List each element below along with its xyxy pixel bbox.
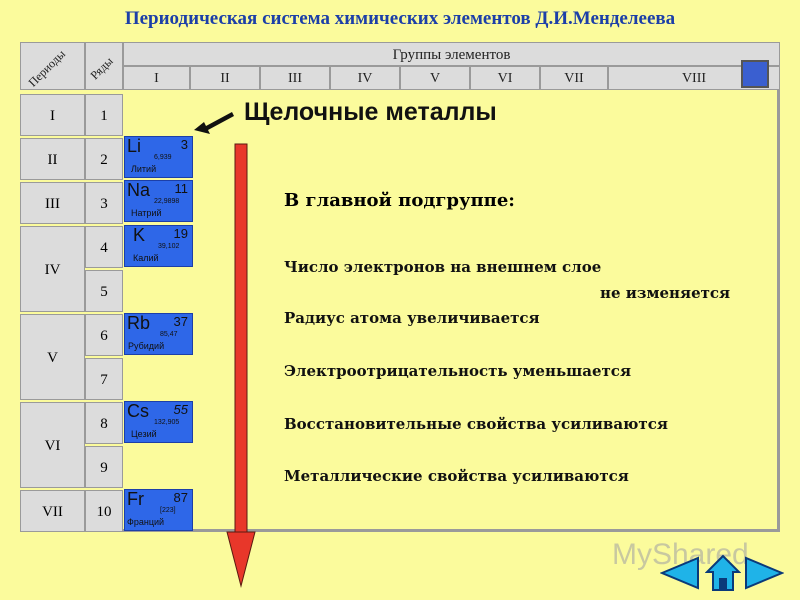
- row-cell-7: 7: [85, 358, 123, 400]
- section-heading: Щелочные металлы: [244, 98, 497, 126]
- main-subgroup-title: В главной подгруппе:: [284, 190, 515, 211]
- element-mass: [223]: [160, 507, 176, 514]
- property-outer-electrons-value: не изменяется: [600, 284, 731, 302]
- element-mass: 22,9898: [154, 198, 180, 205]
- element-name: Цезий: [131, 429, 157, 439]
- rows-header: Ряды: [85, 42, 123, 90]
- row-cell-8: 8: [85, 402, 123, 444]
- element-number: 55: [173, 402, 188, 417]
- row-cell-5: 5: [85, 270, 123, 312]
- down-arrow-icon: [226, 143, 256, 588]
- element-symbol: Li: [127, 136, 142, 156]
- property-electronegativity: Электроотрицательность уменьшается: [284, 362, 632, 380]
- element-cell-rb[interactable]: Rb 37 85,47 Рубидий: [124, 313, 193, 355]
- row-cell-10: 10: [85, 490, 123, 532]
- periods-header: Периоды: [20, 42, 85, 90]
- nav-home-button[interactable]: [705, 554, 741, 592]
- rows-header-label: Ряды: [87, 54, 116, 83]
- element-symbol: Cs: [127, 401, 149, 421]
- period-cell-4: IV: [20, 226, 85, 312]
- row-cell-4: 4: [85, 226, 123, 268]
- element-mass: 39,102: [158, 243, 180, 250]
- element-cell-k[interactable]: K 19 39,102 Калий: [124, 225, 193, 267]
- property-outer-electrons: Число электронов на внешнем слое: [284, 258, 602, 276]
- element-symbol: K: [133, 225, 146, 245]
- group-header-7: VII: [540, 66, 608, 90]
- periods-header-label: Периоды: [25, 46, 69, 90]
- element-number: 87: [173, 490, 188, 505]
- element-mass: 85,47: [160, 331, 178, 338]
- element-cell-fr[interactable]: Fr 87 [223] Франций: [124, 489, 193, 531]
- element-cell-na[interactable]: Na 11 22,9898 Натрий: [124, 180, 193, 222]
- property-metallic: Металлические свойства усиливаются: [284, 467, 629, 485]
- pointer-arrow-icon: [194, 112, 234, 134]
- group-header-4: IV: [330, 66, 400, 90]
- element-cell-li[interactable]: Li 3 6,939 Литий: [124, 136, 193, 178]
- table-frame: [20, 42, 780, 532]
- element-name: Натрий: [131, 208, 162, 218]
- group-header-1: I: [123, 66, 190, 90]
- element-name: Рубидий: [128, 341, 165, 351]
- element-symbol: Na: [127, 180, 151, 200]
- period-cell-2: II: [20, 138, 85, 180]
- nav-back-button[interactable]: [660, 556, 700, 590]
- element-name: Литий: [131, 164, 157, 174]
- element-name: Калий: [133, 253, 159, 263]
- period-cell-1: I: [20, 94, 85, 136]
- element-cell-cs[interactable]: Cs 55 132,905 Цезий: [124, 401, 193, 443]
- row-cell-3: 3: [85, 182, 123, 224]
- period-cell-5: V: [20, 314, 85, 400]
- row-cell-9: 9: [85, 446, 123, 488]
- group-header-5: V: [400, 66, 470, 90]
- row-cell-2: 2: [85, 138, 123, 180]
- group-header-3: III: [260, 66, 330, 90]
- blank-square-button[interactable]: [741, 60, 769, 88]
- group-header-6: VI: [470, 66, 540, 90]
- row-cell-1: 1: [85, 94, 123, 136]
- element-symbol: Rb: [127, 313, 151, 333]
- element-mass: 6,939: [154, 154, 172, 161]
- element-number: 11: [174, 181, 189, 196]
- property-reducing: Восстановительные свойства усиливаются: [284, 415, 668, 433]
- element-number: 37: [173, 314, 188, 329]
- element-mass: 132,905: [154, 419, 180, 426]
- element-name: Франций: [127, 517, 165, 527]
- period-cell-7: VII: [20, 490, 85, 532]
- period-cell-3: III: [20, 182, 85, 224]
- nav-forward-button[interactable]: [744, 556, 784, 590]
- element-number: 3: [180, 137, 188, 152]
- group-header-2: II: [190, 66, 260, 90]
- element-number: 19: [173, 226, 188, 241]
- period-cell-6: VI: [20, 402, 85, 488]
- page-title: Периодическая система химических элемент…: [124, 8, 676, 29]
- groups-header-title: Группы элементов: [123, 42, 780, 66]
- property-radius: Радиус атома увеличивается: [284, 309, 540, 327]
- element-symbol: Fr: [127, 489, 144, 509]
- row-cell-6: 6: [85, 314, 123, 356]
